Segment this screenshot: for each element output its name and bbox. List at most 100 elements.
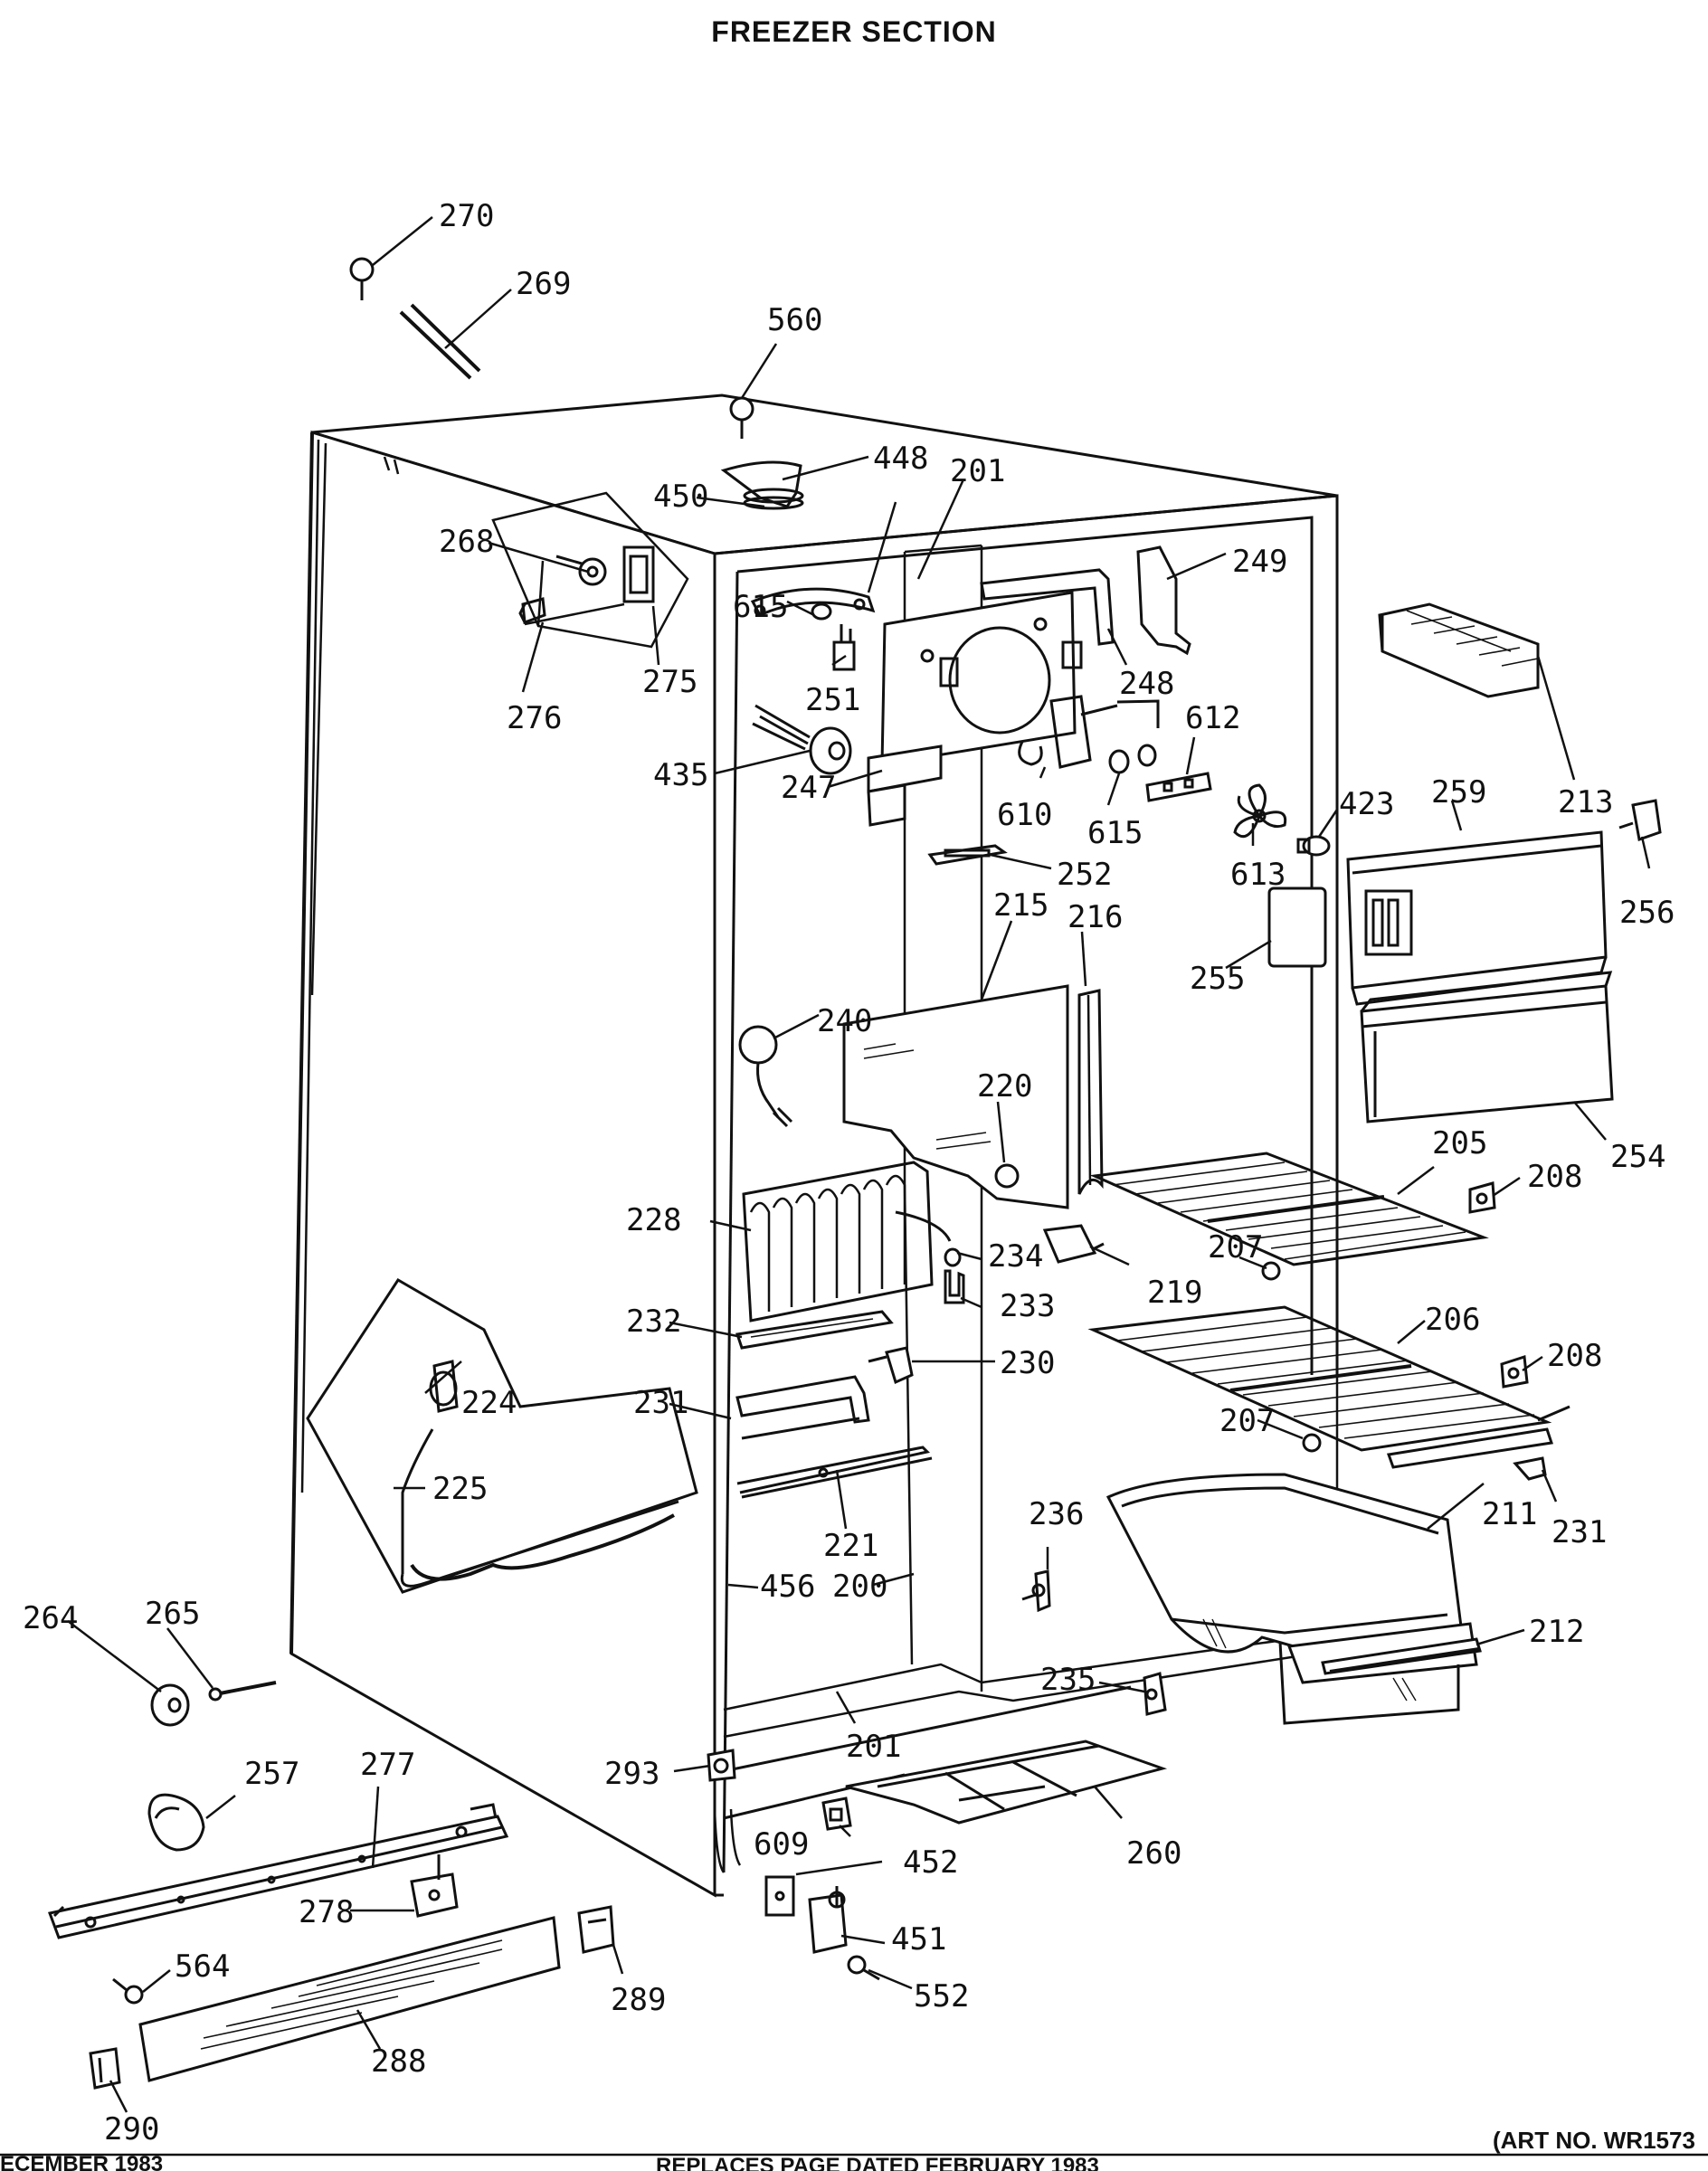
callout-label: 613 (1230, 857, 1286, 893)
callout-label: 615 (733, 589, 788, 625)
door-catch (1618, 799, 1662, 841)
callout-label: 256 (1619, 895, 1675, 931)
fan-shroud (867, 591, 1083, 827)
callout-label: 269 (516, 266, 571, 302)
callout-label: 610 (997, 797, 1052, 833)
callout-label: 268 (439, 524, 494, 560)
callout-label: 212 (1529, 1614, 1584, 1650)
roller-264 (150, 1683, 190, 1727)
callout-label: 254 (1610, 1139, 1665, 1175)
callout-label: 450 (653, 479, 708, 515)
lower-wire-shelf (1087, 1305, 1552, 1452)
motor-bracket (1145, 772, 1212, 802)
callout-label: 213 (1558, 784, 1613, 820)
callout-label: 456 (760, 1569, 815, 1605)
callout-label: 435 (653, 757, 708, 793)
latch (1021, 1569, 1051, 1613)
callout-label: 289 (611, 1982, 666, 2018)
control-knob (555, 555, 607, 586)
callout-label: 255 (1190, 961, 1245, 997)
callout-label: 231 (633, 1385, 688, 1421)
callout-label: 609 (754, 1826, 809, 1863)
upper-wire-shelf (1089, 1152, 1489, 1266)
shelf-clip-upper (1468, 1181, 1496, 1214)
bracket-289 (577, 1905, 615, 1954)
art-number: (ART NO. WR1573 (1493, 2127, 1695, 2154)
footer-date: ECEMBER 1983 (0, 2152, 163, 2171)
leader-lines (67, 216, 1651, 2113)
callout-label: 231 (1551, 1514, 1607, 1550)
callout-label: 207 (1208, 1229, 1263, 1266)
hinge-bracket-278 (410, 1854, 459, 1918)
evaporator-cover (842, 984, 1069, 1209)
callout-label: 564 (175, 1948, 230, 1985)
callout-label: 221 (823, 1528, 878, 1564)
callout-label: 205 (1432, 1125, 1487, 1161)
freezer-basket (1105, 1473, 1463, 1702)
callout-label: 240 (817, 1003, 872, 1039)
callout-label: 275 (642, 664, 697, 700)
callout-label: 288 (371, 2043, 426, 2080)
shelf-clip-lower (1500, 1355, 1529, 1389)
fan-motor (1018, 695, 1160, 769)
footer-replaces: REPLACES PAGE DATED FEBRUARY 1983 (656, 2154, 1099, 2171)
switch-609 (821, 1797, 852, 1831)
callout-label: 248 (1119, 666, 1174, 702)
callout-label: 451 (891, 1921, 946, 1958)
drain-tube (306, 1277, 698, 1594)
leveling-foot-257 (147, 1793, 205, 1852)
callout-label: 552 (914, 1978, 969, 2015)
hinge-screw (729, 396, 754, 439)
callout-label: 270 (439, 198, 494, 234)
fan-blade (1233, 783, 1287, 838)
callout-label: 201 (950, 453, 1005, 489)
callout-label: 448 (873, 441, 928, 477)
callout-label: 235 (1040, 1662, 1096, 1698)
control-bracket (750, 587, 876, 621)
door-stop-235 (1143, 1672, 1167, 1716)
top-hinge (720, 460, 804, 510)
power-cord (738, 1025, 793, 1128)
callout-label: 277 (360, 1747, 415, 1783)
callout-label: 276 (507, 700, 562, 736)
foam-pad (1267, 886, 1327, 968)
diagram-title: FREEZER SECTION (711, 15, 996, 48)
freezer-pan (1360, 971, 1614, 1123)
callout-label: 252 (1057, 857, 1112, 893)
caster-293 (707, 1749, 736, 1782)
callout-label: 234 (988, 1238, 1043, 1275)
callout-label: 206 (1425, 1302, 1480, 1338)
grommet-lower (1108, 744, 1157, 774)
drain-channel (1077, 989, 1104, 1195)
drain-trough (736, 1446, 933, 1499)
defrost-sensor (1042, 1224, 1105, 1264)
handle-screw (349, 257, 375, 300)
evaporator-coil (742, 1161, 952, 1323)
drain-pan (845, 1740, 1168, 1825)
bracket (1136, 545, 1191, 656)
callout-label: 423 (1339, 786, 1394, 822)
callout-label: 290 (104, 2111, 159, 2147)
callout-label: 232 (626, 1304, 681, 1340)
drain-heater (401, 1360, 459, 1574)
callout-label: 201 (846, 1729, 901, 1765)
callout-label: 260 (1126, 1835, 1181, 1872)
shelf-stop-lower (1302, 1433, 1322, 1453)
axle-265 (208, 1681, 277, 1702)
light-bulb (1296, 835, 1331, 857)
callout-label: 230 (1000, 1345, 1055, 1381)
callout-label: 259 (1431, 774, 1486, 811)
callout-label: 225 (432, 1471, 488, 1507)
callout-label: 208 (1547, 1338, 1602, 1374)
bottom-hinge-451 (808, 1886, 848, 1954)
defrost-thermostat (868, 1346, 914, 1385)
callout-label: 215 (993, 887, 1049, 924)
handle-rod (399, 303, 481, 380)
callout-label: 452 (903, 1844, 958, 1881)
shelf-stop-upper (1261, 1261, 1281, 1281)
callout-label: 211 (1482, 1496, 1537, 1532)
callout-label: 247 (781, 770, 836, 806)
callout-label: 236 (1029, 1496, 1084, 1532)
callout-labels: 270 269 560 448 450 201 249 268 615 251 … (23, 198, 1675, 2147)
